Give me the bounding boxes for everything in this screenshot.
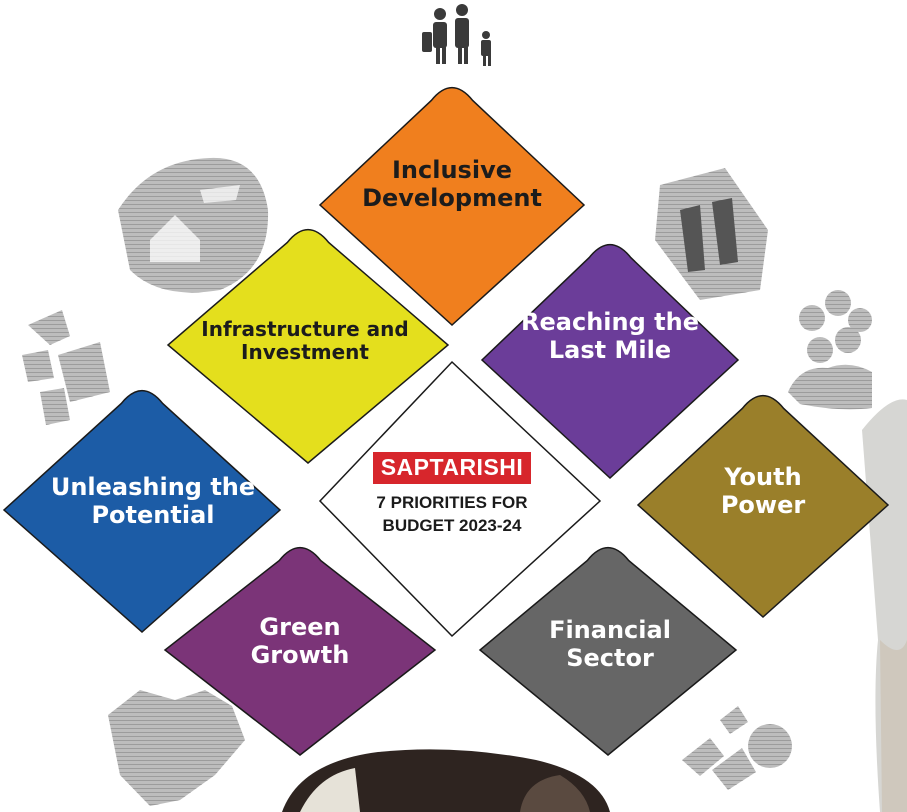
people-group-icon — [788, 290, 872, 410]
priority-line-2: Investment — [241, 340, 369, 364]
priority-line-1: Youth — [724, 463, 802, 491]
priority-line-1: Unleashing the — [50, 473, 256, 501]
person-figure — [862, 399, 907, 812]
center-subtitle-line-1: 7 PRIORITIES FOR — [376, 493, 528, 512]
city-icon — [108, 690, 245, 806]
financial-sector-diamond — [478, 546, 738, 756]
saptarishi-badge: SAPTARISHI — [372, 452, 532, 484]
priority-line-2: Last Mile — [548, 335, 672, 364]
infrastructure-investment-diamond — [166, 228, 450, 464]
buildings-icon — [655, 168, 768, 300]
priority-line-2: Development — [362, 183, 542, 212]
priority-line-2: Potential — [91, 500, 215, 529]
coins-chart-icon — [682, 706, 792, 790]
center-title-block: SAPTARISHI 7 PRIORITIES FOR BUDGET 2023-… — [352, 452, 552, 538]
center-subtitle-line-2: BUDGET 2023-24 — [382, 515, 522, 535]
priority-line-2: Growth — [250, 640, 350, 669]
priority-line-2: Sector — [566, 643, 654, 672]
priority-label-reaching-last-mile: Reaching the Last Mile — [510, 308, 710, 364]
priority-label-financial-sector: Financial Sector — [530, 616, 690, 672]
priority-line-1: Inclusive — [392, 156, 512, 184]
priority-line-1: Infrastructure and — [201, 317, 409, 341]
reaching-last-mile-diamond — [480, 243, 740, 480]
priority-line-2: Power — [720, 490, 806, 519]
priority-label-unleashing-potential: Unleashing the Potential — [38, 473, 268, 529]
center-diamond — [318, 360, 602, 638]
unleashing-potential-diamond — [2, 389, 282, 634]
center-subtitle: 7 PRIORITIES FOR BUDGET 2023-24 — [352, 492, 552, 538]
priority-label-green-growth: Green Growth — [220, 613, 380, 669]
priority-label-youth-power: Youth Power — [683, 463, 843, 519]
houses-icon — [118, 157, 269, 293]
growth-chart-icon — [22, 310, 110, 425]
priority-line-1: Reaching the — [521, 308, 699, 336]
green-growth-diamond — [163, 546, 437, 756]
bottom-photo — [282, 749, 610, 812]
family-icon — [422, 4, 491, 66]
priority-label-inclusive-development: Inclusive Development — [352, 156, 552, 212]
priority-label-infrastructure-investment: Infrastructure and Investment — [180, 318, 430, 364]
priority-line-1: Green — [259, 613, 341, 641]
youth-power-diamond — [636, 394, 890, 619]
priority-line-1: Financial — [549, 616, 671, 644]
inclusive-development-diamond — [318, 86, 586, 327]
